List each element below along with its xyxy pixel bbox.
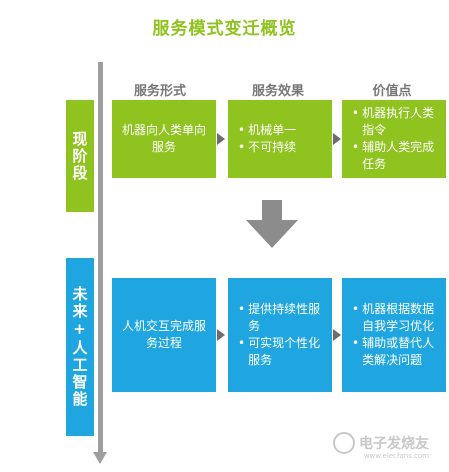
bullet-item: •辅助或替代人类解决问题 <box>352 335 436 369</box>
bullet-item: •辅助人类完成任务 <box>352 139 436 173</box>
current-value-1: 机器执行人类指令 <box>362 106 435 137</box>
current-form-box: 机器向人类单向服务 <box>112 100 216 178</box>
watermark-url: www.elecfans.com <box>363 452 429 460</box>
diagram-title: 服务模式变迁概览 <box>152 19 297 39</box>
current-effect-box: •机械单一 •不可持续 <box>228 100 332 178</box>
future-effect-box: •提供持续性服务 •可实现个性化服务 <box>228 278 332 392</box>
column-header-value: 价值点 <box>372 84 412 99</box>
future-value-2: 辅助或替代人类解决问题 <box>362 336 435 367</box>
bullet-dot-icon: • <box>352 140 360 154</box>
current-effect-1: 机械单一 <box>248 123 297 137</box>
stage-current-label: 现阶段 <box>66 100 94 212</box>
watermark: 电子发烧友 www.elecfans.com <box>333 432 429 460</box>
bullet-dot-icon: • <box>238 140 246 154</box>
column-header-effect: 服务效果 <box>251 84 304 99</box>
stage-future-label: 未来+人工智能 <box>66 258 94 436</box>
future-effect-2: 可实现个性化服务 <box>248 336 321 367</box>
bullet-item: •不可持续 <box>238 139 322 156</box>
bullet-dot-icon: • <box>238 336 246 350</box>
future-form-box: 人机交互完成服务过程 <box>112 278 216 392</box>
timeline-arrow-icon <box>93 452 107 464</box>
arrow-right-icon <box>217 329 225 341</box>
current-effect-2: 不可持续 <box>248 140 297 154</box>
column-header-form: 服务形式 <box>133 84 186 99</box>
bullet-dot-icon: • <box>352 302 360 316</box>
brand-logo-icon <box>333 432 355 454</box>
future-form-text: 人机交互完成服务过程 <box>122 319 207 350</box>
watermark-text: 电子发烧友 <box>359 436 429 452</box>
current-value-box: •机器执行人类指令 •辅助人类完成任务 <box>342 100 446 178</box>
future-value-box: •机器根据数据自我学习优化 •辅助或替代人类解决问题 <box>342 278 446 392</box>
bullet-dot-icon: • <box>238 302 246 316</box>
transition-arrow-shaft <box>262 200 282 220</box>
future-effect-1: 提供持续性服务 <box>248 302 321 333</box>
bullet-dot-icon: • <box>238 123 246 137</box>
transition-arrow-down-icon <box>246 220 298 248</box>
bullet-dot-icon: • <box>352 106 360 120</box>
bullet-item: •机械单一 <box>238 122 322 139</box>
bullet-item: •提供持续性服务 <box>238 301 322 335</box>
bullet-dot-icon: • <box>352 336 360 350</box>
timeline-line <box>98 62 103 454</box>
bullet-item: •机器执行人类指令 <box>352 105 436 139</box>
arrow-right-icon <box>333 133 341 145</box>
future-value-1: 机器根据数据自我学习优化 <box>362 302 435 333</box>
current-form-text: 机器向人类单向服务 <box>122 123 207 154</box>
bullet-item: •机器根据数据自我学习优化 <box>352 301 436 335</box>
arrow-right-icon <box>217 133 225 145</box>
arrow-right-icon <box>333 329 341 341</box>
current-value-2: 辅助人类完成任务 <box>362 140 435 171</box>
bullet-item: •可实现个性化服务 <box>238 335 322 369</box>
